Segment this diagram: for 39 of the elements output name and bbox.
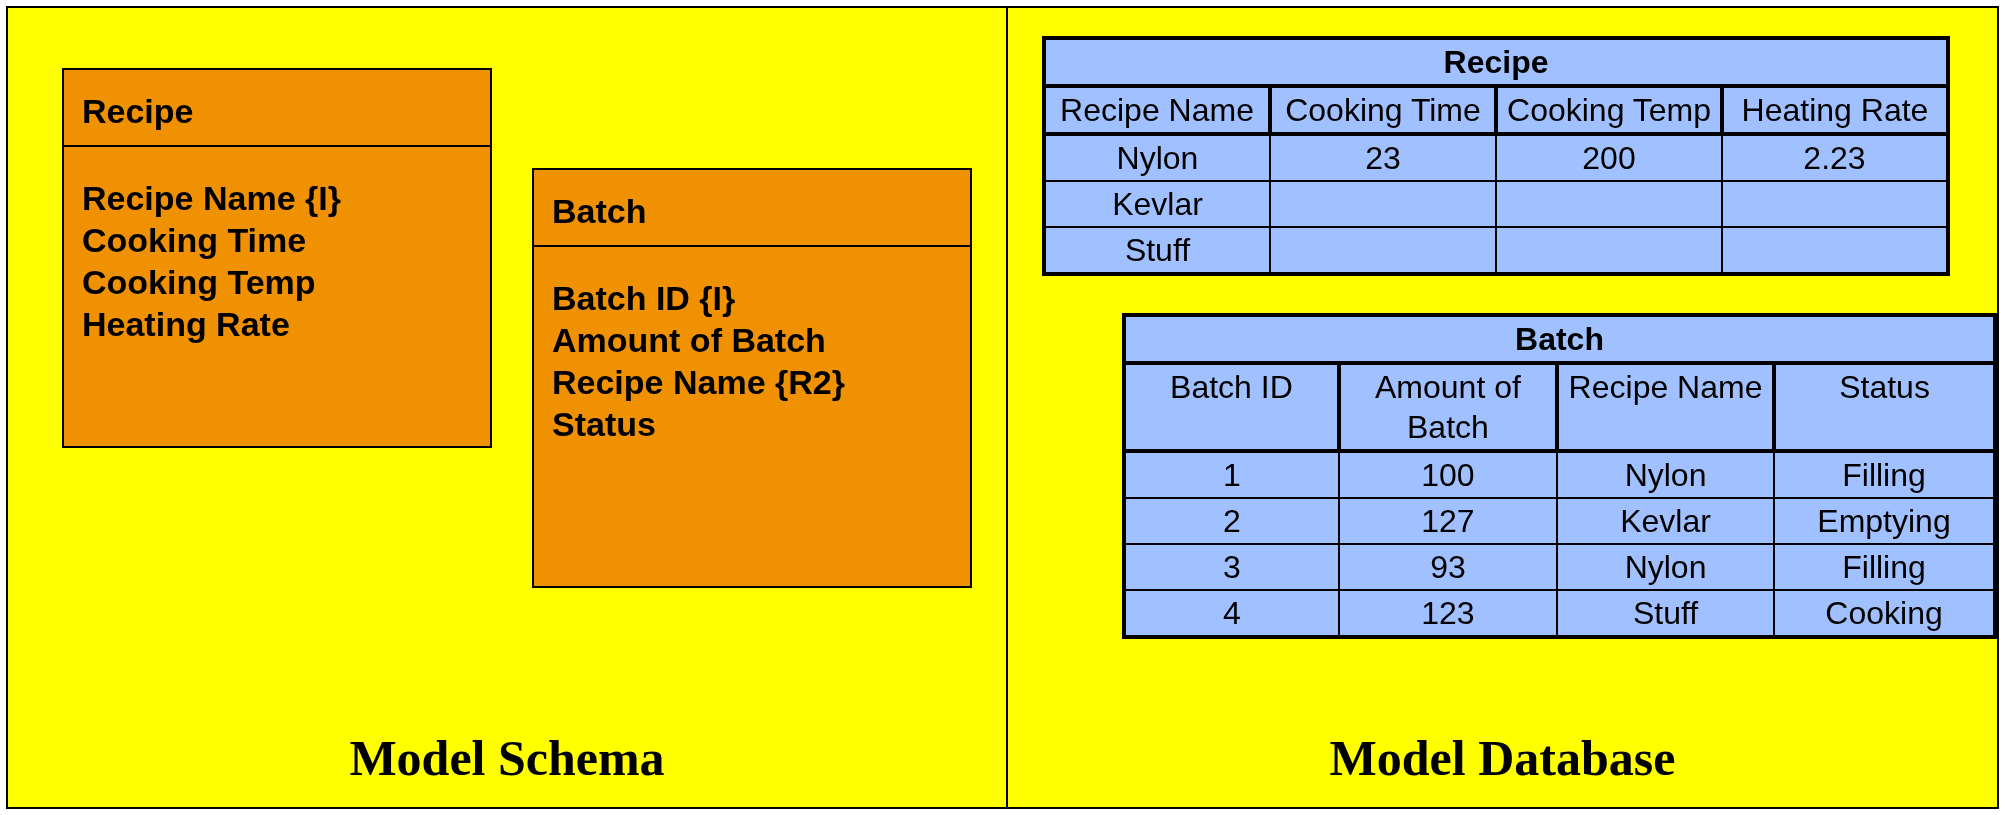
- table-cell: Nylon: [1557, 544, 1775, 590]
- table-cell: Nylon: [1044, 134, 1270, 181]
- table-cell: Kevlar: [1557, 498, 1775, 544]
- table-cell: 23: [1270, 134, 1496, 181]
- column-header: Cooking Temp: [1496, 86, 1722, 134]
- data-table: [1122, 313, 1997, 639]
- column-header: Amount of Batch: [1338, 363, 1558, 451]
- table-cell: Kevlar: [1044, 181, 1270, 227]
- table-cell: 200: [1496, 134, 1722, 181]
- table-cell: 1: [1124, 451, 1339, 498]
- column-header: Status: [1774, 363, 1995, 451]
- class-box: [532, 168, 972, 588]
- table-cell: 3: [1124, 544, 1339, 590]
- table-cell: 100: [1338, 451, 1558, 498]
- column-header: Heating Rate: [1722, 86, 1948, 134]
- attribute-text: Cooking Time: [82, 220, 307, 261]
- column-header: Batch ID: [1124, 363, 1339, 451]
- attribute-text: Recipe Name {R2}: [552, 362, 845, 403]
- attribute-text: Amount of Batch: [552, 320, 826, 361]
- column-header: Recipe Name: [1557, 363, 1775, 451]
- table-cell: 93: [1338, 544, 1558, 590]
- class-name: Recipe: [82, 92, 194, 131]
- class-name: Batch: [552, 192, 647, 231]
- attribute-text: Status: [552, 404, 656, 445]
- data-table: [1042, 36, 1950, 276]
- column-header: Recipe Name: [1044, 86, 1270, 134]
- attribute-text: Cooking Temp: [82, 262, 316, 303]
- panel: [6, 6, 1008, 809]
- column-header: Cooking Time: [1270, 86, 1496, 134]
- class-box: [62, 68, 492, 448]
- panel-title: Model Schema: [349, 729, 665, 787]
- attribute-text: Recipe Name {I}: [82, 178, 341, 219]
- table-cell: 127: [1338, 498, 1558, 544]
- attribute-text: Batch ID {I}: [552, 278, 736, 319]
- table-cell: 2: [1124, 498, 1339, 544]
- table-cell: Nylon: [1557, 451, 1775, 498]
- attribute-text: Heating Rate: [82, 304, 290, 345]
- panel-title: Model Database: [1329, 729, 1676, 787]
- panel: [1006, 6, 1999, 809]
